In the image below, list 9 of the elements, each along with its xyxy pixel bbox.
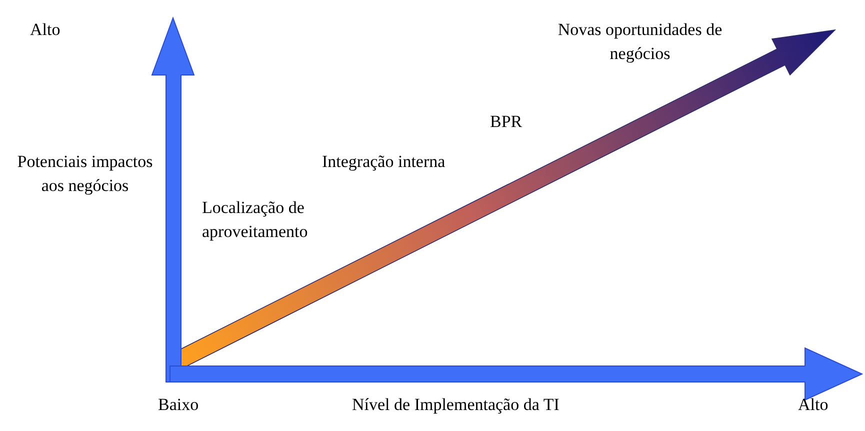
axis-label: Baixo [158, 394, 200, 416]
axis-title: Potenciais impactos aos negócios [16, 151, 154, 197]
axis-label: Alto [798, 394, 830, 416]
axis-label: Alto [30, 19, 62, 41]
axis-title: Nível de Implementação da TI [352, 394, 560, 416]
stage-label: BPR [490, 111, 524, 133]
stage-label: Localização de aproveitamento [202, 197, 309, 243]
stage-label: Integração interna [322, 151, 446, 173]
stage-label: Novas oportunidades de negócios [556, 19, 724, 65]
